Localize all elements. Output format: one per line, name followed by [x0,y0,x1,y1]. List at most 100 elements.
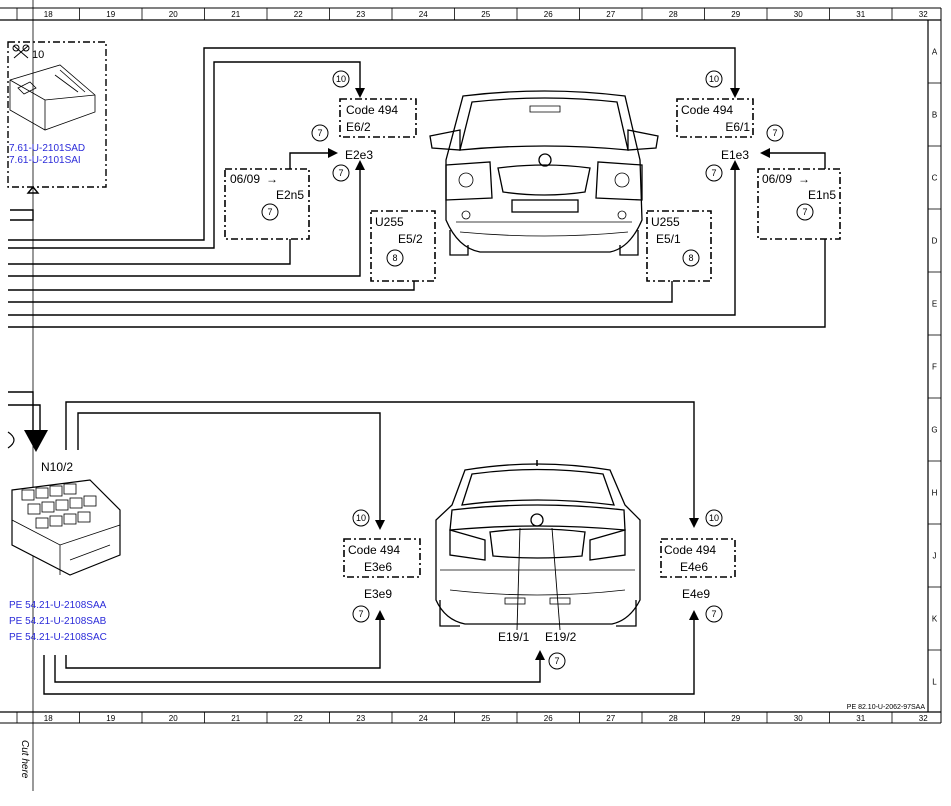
lamp-e3e6: 10 Code 494 E3e6 [343,509,421,578]
ruler-column-label: 30 [794,10,803,19]
svg-text:7: 7 [772,128,777,138]
ruler-column-label: 19 [106,714,115,723]
module-ref-1: 7.61-U-2101SAD [9,143,85,154]
lamp-e5-1: U255 E5/1 8 [646,210,712,282]
top-left-module: 10 7.61-U-2101SAD 7.61-U-2101SAI [7,41,107,221]
ruler-column-label: 31 [856,10,865,19]
svg-text:10: 10 [709,513,719,523]
module-ref-2: 7.61-U-2101SAI [9,155,81,166]
n10-ref-3: PE 54.21-U-2108SAC [9,632,107,643]
ruler-row-label: L [932,678,937,687]
svg-text:7: 7 [802,207,807,217]
frame [0,0,942,791]
svg-text:E6/2: E6/2 [346,120,371,134]
lamp-e6-1: 10 Code 494 E6/1 [676,70,754,138]
n10-ref-1: PE 54.21-U-2108SAA [9,600,107,611]
svg-text:7: 7 [711,168,716,178]
svg-text:E1n5: E1n5 [808,188,836,202]
svg-text:06/09: 06/09 [230,172,260,186]
svg-text:7: 7 [711,609,716,619]
svg-text:7: 7 [338,168,343,178]
svg-text:Code 494: Code 494 [348,543,400,557]
ruler-column-label: 29 [731,10,740,19]
ruler-column-label: 21 [231,10,240,19]
ruler-column-label: 18 [44,714,53,723]
svg-text:E5/1: E5/1 [656,232,681,246]
lamp-e4e6: 10 Code 494 E4e6 [660,509,736,578]
ruler-column-label: 28 [669,714,678,723]
ruler-column-label: 32 [919,714,928,723]
ruler-column-label: 18 [44,10,53,19]
scissors-icon [12,44,30,59]
svg-text:Code 494: Code 494 [681,103,733,117]
svg-text:7: 7 [267,207,272,217]
svg-text:E3e6: E3e6 [364,560,392,574]
car-rear-view [435,460,641,627]
ruler-row-label: K [932,615,938,624]
ruler-column-label: 25 [481,10,490,19]
lamp-e4e9: E4e9 7 [682,587,723,623]
svg-text:→: → [266,172,278,186]
svg-text:E3e9: E3e9 [364,587,392,601]
bottom-wires [43,401,695,695]
cut-here-label: Cut here [19,740,30,779]
svg-text:Code 494: Code 494 [346,103,398,117]
ruler-row-label: H [932,489,938,498]
svg-text:06/09: 06/09 [762,172,792,186]
ruler-column-label: 20 [169,10,178,19]
ruler-row-label: E [932,300,937,309]
ruler-column-label: 25 [481,714,490,723]
ruler-column-label: 27 [606,714,615,723]
ruler-column-label: 23 [356,714,365,723]
ruler-row-label: D [932,237,938,246]
lamp-e3e9: E3e9 7 [352,587,392,623]
lamp-e1n5: 06/09 → E1n5 7 [757,168,841,240]
lamp-e5-2: U255 E5/2 8 [370,210,436,282]
svg-text:8: 8 [688,253,693,263]
ruler-row-label: J [933,552,937,561]
ruler-row-label: F [932,363,937,372]
svg-text:E5/2: E5/2 [398,232,423,246]
svg-text:E19/2: E19/2 [545,630,577,644]
ruler-row-label: B [932,111,937,120]
svg-text:E6/1: E6/1 [725,120,750,134]
svg-text:E4e6: E4e6 [680,560,708,574]
ruler-row-label: A [932,48,938,57]
ruler-column-label: 24 [419,10,428,19]
fuse-relay-block-drawing [11,479,121,576]
module-n10-label: N10/2 [41,460,73,474]
ruler-column-label: 23 [356,10,365,19]
ruler-column-label: 26 [544,10,553,19]
ruler-column-label: 31 [856,714,865,723]
ruler-column-label: 22 [294,714,303,723]
car-front-view [429,90,659,256]
ruler-column-label: 29 [731,714,740,723]
control-unit-drawing [9,64,96,131]
svg-text:E2n5: E2n5 [276,188,304,202]
module-number: 10 [32,49,44,61]
svg-text:E4e9: E4e9 [682,587,710,601]
ruler-column-label: 26 [544,714,553,723]
svg-text:E1e3: E1e3 [721,148,749,162]
ruler-column-label: 30 [794,714,803,723]
svg-text:E19/1: E19/1 [498,630,530,644]
svg-text:7: 7 [554,656,559,666]
svg-text:E2e3: E2e3 [345,148,373,162]
ruler-column-label: 20 [169,714,178,723]
svg-text:→: → [798,172,810,186]
ruler-column-label: 27 [606,10,615,19]
svg-text:7: 7 [317,128,322,138]
ruler-column-label: 21 [231,714,240,723]
top-wires [8,47,826,328]
ruler-column-label: 19 [106,10,115,19]
lamp-e6-2: 10 Code 494 E6/2 [332,70,417,138]
lamp-e1e3: 7 E1e3 7 [705,124,784,182]
lamp-e2e3: 7 E2e3 7 [311,124,373,182]
n10-ref-2: PE 54.21-U-2108SAB [9,616,107,627]
svg-text:U255: U255 [651,215,680,229]
svg-text:10: 10 [356,513,366,523]
